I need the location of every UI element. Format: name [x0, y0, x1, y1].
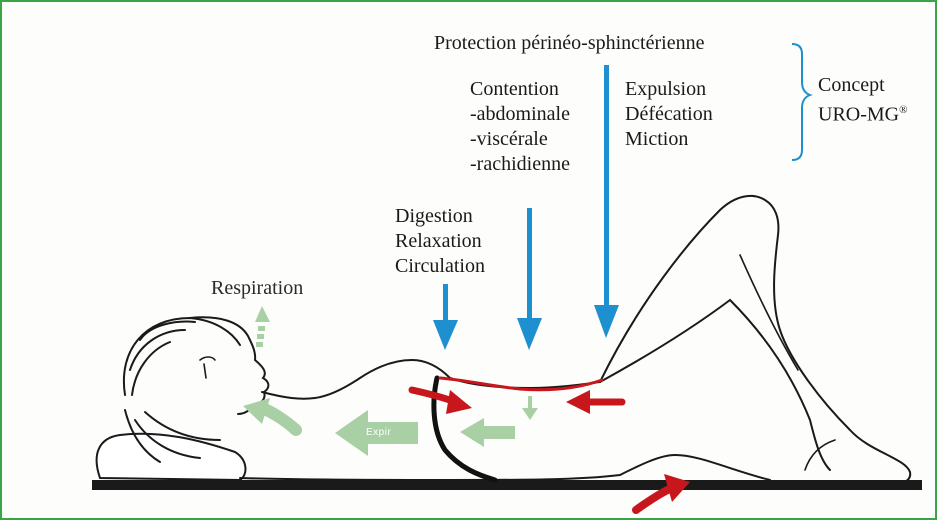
pillow	[97, 434, 246, 480]
blue-arrow-protection	[594, 65, 619, 338]
green-arrow-respiration	[255, 306, 270, 347]
uro-mg-text: URO-MG	[818, 104, 899, 126]
red-arrow-right	[566, 390, 622, 414]
blue-arrow-contention	[517, 208, 542, 350]
green-arrow-head	[243, 398, 296, 430]
green-arrow-middle	[460, 418, 515, 447]
label-expir: Expir	[366, 427, 391, 438]
red-arrow-left	[412, 390, 472, 414]
label-miction: Miction	[625, 128, 688, 151]
body-lower-outline	[240, 455, 770, 480]
blue-arrow-digestion	[433, 284, 458, 350]
label-digestion: Digestion	[395, 205, 473, 228]
thigh-outline	[600, 300, 830, 470]
label-contention-viscerale: -viscérale	[470, 128, 548, 151]
concept-bracket	[792, 44, 810, 160]
label-respiration: Respiration	[211, 277, 303, 300]
eye	[200, 357, 215, 378]
label-uro-mg: URO-MG®	[818, 99, 907, 127]
red-arrow-bottom	[636, 474, 690, 510]
label-protection: Protection périnéo-sphinctérienne	[434, 32, 704, 55]
label-expulsion: Expulsion	[625, 78, 706, 101]
label-relaxation: Relaxation	[395, 230, 482, 253]
label-contention-title: Contention	[470, 78, 559, 101]
green-arrow-small-down	[522, 396, 538, 420]
label-defecation: Défécation	[625, 103, 713, 126]
registered-mark: ®	[899, 104, 907, 116]
label-concept: Concept	[818, 74, 885, 97]
label-contention-rachidienne: -rachidienne	[470, 153, 570, 176]
floor-mat	[92, 480, 922, 490]
label-circulation: Circulation	[395, 255, 485, 278]
label-contention-abdominale: -abdominale	[470, 103, 570, 126]
leg-outline	[740, 255, 835, 470]
